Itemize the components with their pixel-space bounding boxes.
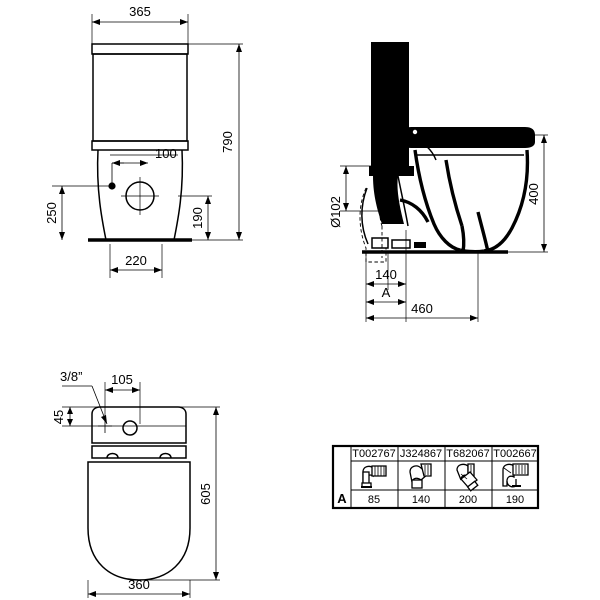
dimension-605-label: 605 (198, 483, 213, 505)
dimension-790: 790 (220, 44, 242, 240)
offset-straight-connector-icon (409, 463, 432, 489)
a-value: 85 (368, 494, 380, 506)
angled-offset-connector-icon (456, 463, 479, 492)
side-extension-lines (340, 134, 548, 322)
elbow-bellows-long-connector-icon (502, 463, 529, 488)
part-number: T002667 (493, 448, 536, 460)
table-row-label: A (337, 491, 347, 506)
dimension-400: 400 (526, 135, 547, 252)
table-column-4: T002667 190 (493, 448, 536, 506)
cistern-side-outline (371, 42, 409, 166)
dimension-a-label: A (382, 285, 391, 300)
dimension-140: 140 (366, 267, 406, 287)
a-value: 140 (412, 494, 430, 506)
plan-extension-lines (62, 382, 220, 598)
front-elevation-view: 365 (44, 4, 243, 278)
dimension-365-label: 365 (129, 4, 151, 19)
dimension-190: 190 (190, 196, 211, 240)
part-number: T682067 (446, 448, 489, 460)
dimension-460-label: 460 (411, 301, 433, 316)
seat-outline-plan (87, 461, 191, 581)
dimension-diameter-102-label: Ø102 (328, 196, 343, 228)
dimension-diameter-102: Ø102 (328, 166, 349, 228)
table-column-2: J324867 140 (400, 448, 442, 506)
elbow-bellows-connector-icon (361, 465, 387, 488)
dimension-220-label: 220 (125, 253, 147, 268)
side-elevation-view: Ø102 400 140 A 460 (328, 42, 548, 322)
outlet-centre-mark-front (121, 177, 159, 215)
seat-lid-side (404, 127, 535, 148)
dimension-400-label: 400 (526, 183, 541, 205)
dimension-100-label: 100 (155, 146, 177, 161)
dimension-605: 605 (198, 407, 219, 580)
bowl-side-outline (369, 166, 414, 227)
dimension-250-label: 250 (44, 202, 59, 224)
dimension-360: 360 (88, 577, 190, 597)
bowl-front-outline (96, 149, 184, 241)
supply-point-front (108, 162, 124, 190)
dimension-140-label: 140 (375, 267, 397, 282)
flush-button-plan (122, 420, 138, 436)
seat-hinges-plan (106, 452, 172, 459)
dimension-190-label: 190 (190, 207, 205, 229)
thread-size-label: 3/8” (60, 369, 82, 384)
dimension-220: 220 (110, 253, 162, 273)
dimension-45-label: 45 (51, 410, 66, 424)
dimension-460: 460 (366, 301, 478, 321)
part-number: J324867 (400, 448, 442, 460)
dimension-a: A (366, 285, 406, 305)
dimension-45: 45 (51, 407, 73, 426)
dimension-360-label: 360 (128, 577, 150, 592)
table-column-3: T682067 200 (446, 448, 489, 506)
table-column-1: T002767 85 (352, 448, 395, 506)
dimension-365: 365 (92, 4, 188, 25)
dimension-105-label: 105 (111, 372, 133, 387)
dimension-790-label: 790 (220, 131, 235, 153)
cistern-lid-plan (91, 406, 187, 459)
dimension-100: 100 (112, 146, 177, 166)
thread-size-leader: 3/8” (60, 369, 108, 425)
bowl-body-side (399, 139, 530, 254)
connector-variants-table: A T002767 85 J324867 (331, 444, 540, 510)
part-number: T002767 (352, 448, 395, 460)
plan-view: 3/8” 105 45 605 360 (51, 369, 220, 598)
cistern-front-outline (91, 43, 189, 151)
dimension-105: 105 (105, 372, 140, 393)
dimension-250: 250 (44, 186, 65, 240)
a-value: 200 (459, 494, 477, 506)
a-value: 190 (506, 494, 524, 506)
